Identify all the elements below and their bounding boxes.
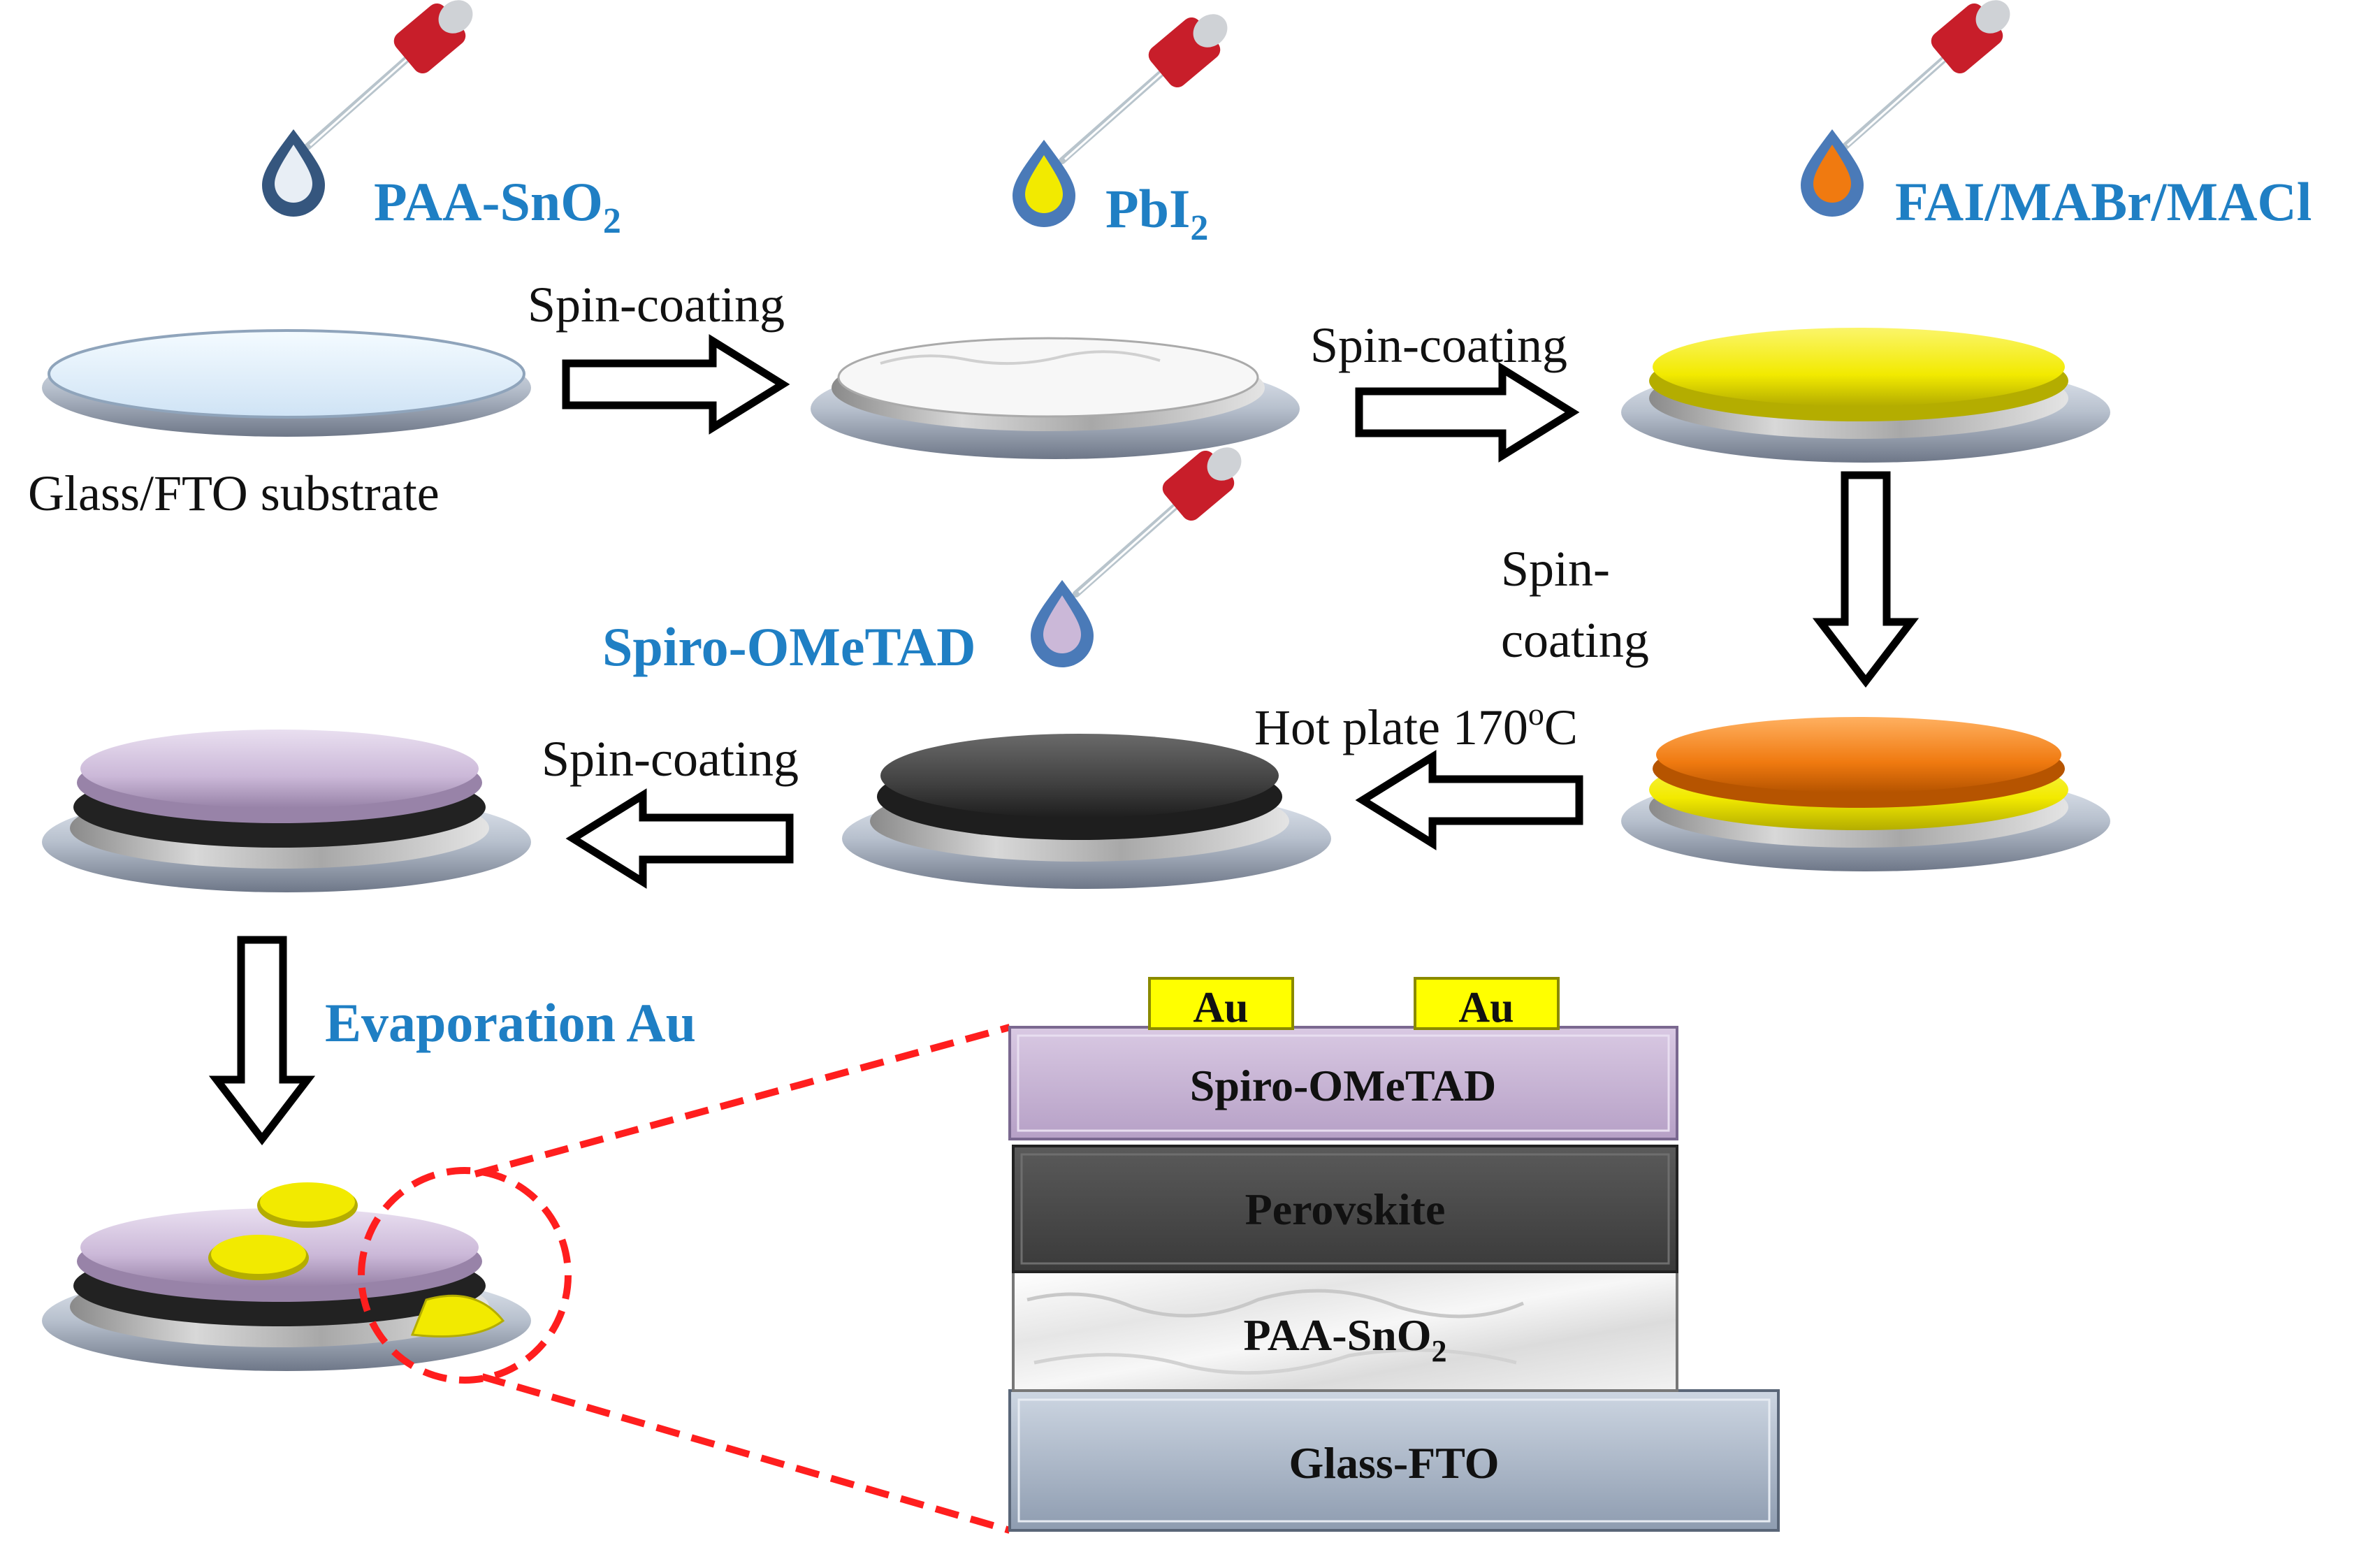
disk-perovskite xyxy=(842,734,1331,889)
dropper-icon xyxy=(304,0,473,150)
droplet-icon-pbi2 xyxy=(1013,140,1075,227)
label-spin-coating-1: Spin-coating xyxy=(528,277,785,333)
dropper-icon xyxy=(1841,0,2010,150)
device-layer-stack: Glass-FTO PAA-SnO2 Perovskite Spiro-OMeT… xyxy=(1008,977,1780,1532)
au-label-left: Au xyxy=(1193,984,1248,1031)
layer-paa-sno2: PAA-SnO2 xyxy=(1012,1270,1678,1392)
label-evaporation-au: Evaporation Au xyxy=(325,992,696,1053)
layer-label-glass-fto: Glass-FTO xyxy=(1289,1438,1499,1488)
layer-label-paa-sno2: PAA-SnO2 xyxy=(1243,1310,1446,1368)
au-contact-left: Au xyxy=(1148,977,1294,1031)
arrow-left-2 xyxy=(565,788,794,889)
label-spin-coating-2: Spin-coating xyxy=(1310,317,1567,373)
layer-label-spiro-ometad: Spiro-OMeTAD xyxy=(1190,1061,1497,1110)
disk-perovskite-precursor xyxy=(1621,717,2110,871)
label-spiro-ometad: Spiro-OMeTAD xyxy=(602,616,975,677)
disk-spiro xyxy=(42,730,531,892)
arrow-right-2 xyxy=(1355,362,1580,463)
au-label-right: Au xyxy=(1458,984,1514,1031)
arrow-down-2 xyxy=(208,936,316,1146)
label-substrate: Glass/FTO substrate xyxy=(28,465,440,521)
arrow-down-1 xyxy=(1812,471,1920,688)
dropper-icon xyxy=(1073,447,1242,597)
label-pbi2: PbI2 xyxy=(1105,178,1208,248)
au-contact-right: Au xyxy=(1414,977,1560,1031)
dropper-icon xyxy=(1059,14,1228,164)
droplet-icon-fai xyxy=(1801,129,1864,217)
arrow-right-1 xyxy=(562,334,790,435)
disk-pbi2 xyxy=(1621,328,2110,463)
layer-spiro-ometad: Spiro-OMeTAD xyxy=(1008,1026,1678,1140)
layer-glass-fto: Glass-FTO xyxy=(1008,1389,1780,1532)
disk-paa-sno2 xyxy=(811,337,1300,459)
label-spin-coating-3: Spin-coating xyxy=(542,731,799,787)
zoom-indicator xyxy=(358,1024,1011,1534)
disk-final-device xyxy=(42,1182,531,1371)
label-hot-plate: Hot plate 170oC xyxy=(1254,696,1578,755)
label-spin-split-1: Spin- xyxy=(1501,541,1610,597)
layer-label-perovskite: Perovskite xyxy=(1245,1184,1446,1234)
layer-perovskite: Perovskite xyxy=(1012,1145,1678,1273)
label-fai-mabr-macl: FAI/MABr/MACl xyxy=(1895,171,2312,232)
droplet-icon-spiro xyxy=(1031,580,1094,667)
droplet-icon-paa xyxy=(262,129,325,217)
label-spin-split-2: coating xyxy=(1501,612,1649,668)
label-paa-sno2: PAA-SnO2 xyxy=(374,171,621,241)
disk-glass-fto xyxy=(42,329,531,437)
arrow-left-1 xyxy=(1355,750,1583,850)
